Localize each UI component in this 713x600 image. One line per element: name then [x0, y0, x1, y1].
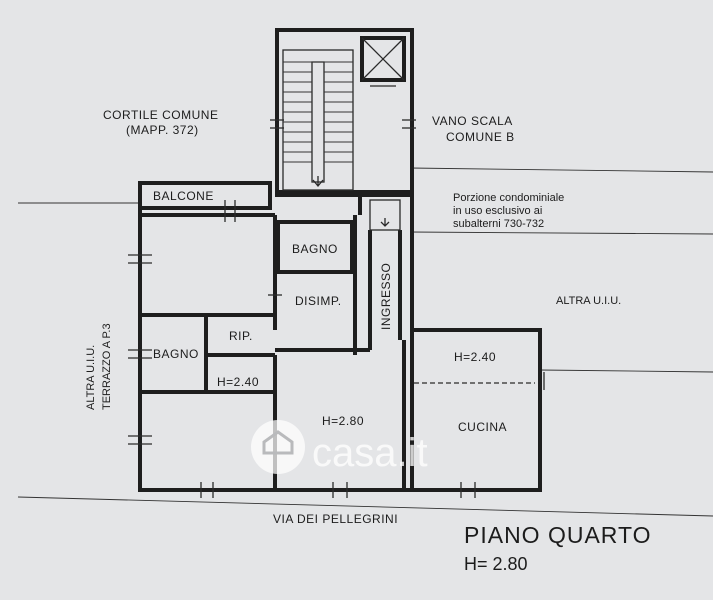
plan-title: PIANO QUARTO	[464, 522, 652, 548]
label-ingresso: INGRESSO	[379, 263, 393, 330]
stair-treads	[283, 61, 353, 163]
label-altra-uiu-left: ALTRA U.I.U.	[85, 345, 97, 410]
label-terrazzo: TERRAZZO A P.3	[101, 323, 113, 410]
elevator-shaft	[360, 36, 406, 82]
label-porzione-2: in uso esclusivo ai	[453, 205, 542, 217]
site-lines	[17, 167, 713, 517]
label-h-right: H=2.40	[454, 350, 496, 364]
label-altra-uiu-right: ALTRA U.I.U.	[556, 295, 621, 307]
label-vano-2: COMUNE B	[446, 130, 515, 144]
label-porzione-1: Porzione condominiale	[453, 192, 564, 204]
label-disimp: DISIMP.	[295, 294, 342, 308]
label-porzione-3: subalterni 730-732	[453, 218, 544, 230]
watermark: casa.it	[251, 420, 428, 475]
label-cortile-2: (MAPP. 372)	[126, 123, 199, 137]
label-bagno-top: BAGNO	[292, 242, 338, 256]
label-bagno-left: BAGNO	[153, 347, 199, 361]
label-balcone: BALCONE	[153, 189, 214, 203]
watermark-brand: casa.it	[312, 431, 428, 475]
label-cortile-1: CORTILE COMUNE	[103, 108, 218, 122]
label-h-center: H=2.80	[322, 414, 364, 428]
label-vano-1: VANO SCALA	[432, 114, 513, 128]
label-cucina: CUCINA	[458, 420, 507, 434]
stairwell	[270, 28, 416, 195]
label-h-left: H=2.40	[217, 375, 259, 389]
plan-height: H= 2.80	[464, 554, 528, 574]
label-street: VIA DEI PELLEGRINI	[273, 512, 398, 526]
apartment-walls	[138, 181, 542, 492]
window-marks	[128, 200, 545, 498]
house-icon	[251, 420, 305, 474]
label-rip: RIP.	[229, 329, 253, 343]
